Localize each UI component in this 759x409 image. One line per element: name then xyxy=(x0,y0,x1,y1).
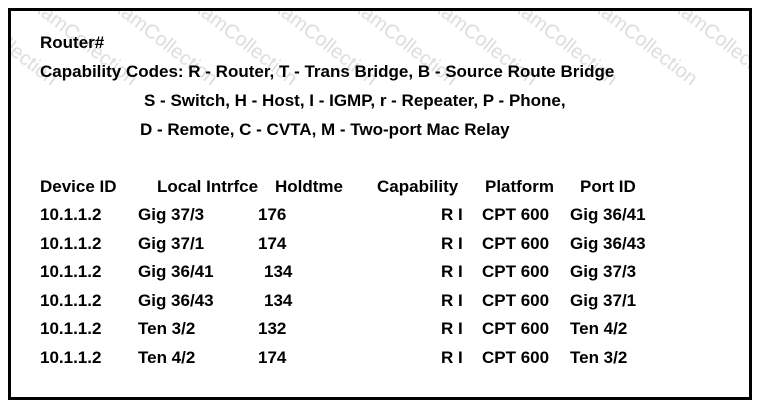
cell-local-interface: Ten 4/2 xyxy=(138,348,196,367)
cell-local-interface: Gig 36/41 xyxy=(138,262,214,282)
cell-platform: CPT 600 xyxy=(482,205,550,224)
cell-holdtime: 134 xyxy=(264,262,293,282)
cell-local-interface: Gig 37/1 xyxy=(138,233,205,253)
capability-codes-line-3: D - Remote, C - CVTA, M - Two-port Mac R… xyxy=(140,120,510,139)
cell-platform: CPT 600 xyxy=(482,319,550,339)
cell-device-id: 10.1.1.2 xyxy=(40,319,102,339)
header-capability: Capability xyxy=(377,177,459,196)
cell-device-id: 10.1.1.2 xyxy=(40,205,102,224)
cell-port-id: Ten 3/2 xyxy=(570,348,628,367)
capability-codes-line-1: Capability Codes: R - Router, T - Trans … xyxy=(40,62,615,81)
header-port-id: Port ID xyxy=(580,177,636,196)
cell-capability: R I xyxy=(441,348,463,367)
cell-platform: CPT 600 xyxy=(482,348,550,367)
watermark-text: MyExamCollection xyxy=(717,8,752,91)
header-holdtime: Holdtme xyxy=(275,177,343,196)
cell-local-interface: Gig 37/3 xyxy=(138,205,205,224)
header-device-id: Device ID xyxy=(40,177,117,196)
cell-platform: CPT 600 xyxy=(482,290,550,310)
cell-capability: R I xyxy=(441,205,463,224)
cell-device-id: 10.1.1.2 xyxy=(40,290,102,310)
capability-codes-line-2: S - Switch, H - Host, I - IGMP, r - Repe… xyxy=(144,91,566,110)
router-prompt: Router# xyxy=(40,33,105,52)
cell-holdtime: 174 xyxy=(258,348,287,367)
cell-holdtime: 134 xyxy=(264,290,293,310)
cell-capability: R I xyxy=(441,290,463,310)
cell-holdtime: 132 xyxy=(258,319,287,339)
cell-capability: R I xyxy=(441,319,463,339)
cell-port-id: Gig 36/41 xyxy=(570,205,646,224)
header-platform: Platform xyxy=(485,177,554,196)
cell-local-interface: Ten 3/2 xyxy=(138,319,196,339)
header-local-interface: Local Intrfce xyxy=(157,177,259,196)
cell-capability: R I xyxy=(441,262,463,282)
cell-port-id: Ten 4/2 xyxy=(570,319,628,339)
cell-port-id: Gig 36/43 xyxy=(570,233,646,253)
cell-holdtime: 174 xyxy=(258,233,287,253)
cell-holdtime: 176 xyxy=(258,205,287,224)
cell-device-id: 10.1.1.2 xyxy=(40,348,102,367)
cell-local-interface: Gig 36/43 xyxy=(138,290,214,310)
watermark-text: MyExamCollection xyxy=(637,8,752,91)
cell-device-id: 10.1.1.2 xyxy=(40,233,102,253)
cell-platform: CPT 600 xyxy=(482,262,550,282)
cell-port-id: Gig 37/1 xyxy=(570,290,637,310)
cell-device-id: 10.1.1.2 xyxy=(40,262,102,282)
cell-platform: CPT 600 xyxy=(482,233,550,253)
cell-port-id: Gig 37/3 xyxy=(570,262,637,282)
cell-capability: R I xyxy=(441,233,463,253)
